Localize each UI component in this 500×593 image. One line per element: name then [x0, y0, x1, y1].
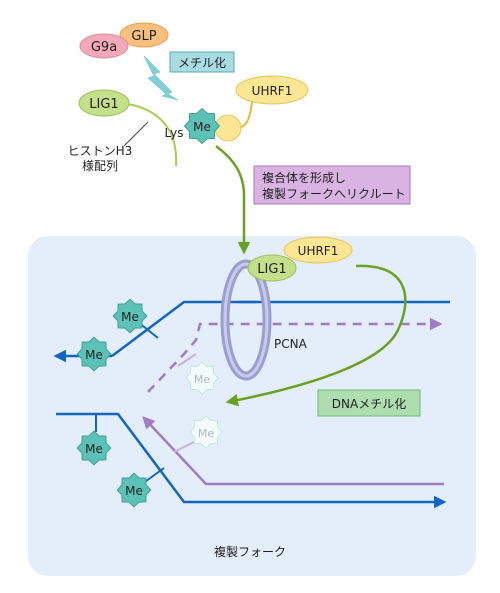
methylation-box-label: メチル化	[178, 56, 226, 70]
faded-me-link-bottom	[173, 441, 195, 453]
histone-pointer-line	[123, 121, 149, 147]
histone-label-line2: 様配列	[82, 159, 118, 173]
dna-methylation-box	[317, 389, 421, 417]
uhrf1-top-ellipse	[235, 75, 309, 105]
complex-box-line1: 複合体を形成し	[262, 170, 346, 185]
uhrf1-fork-label: UHRF1	[298, 244, 339, 258]
me-fork-faded-1-label: Me	[194, 373, 210, 386]
lig1-fork-label: LIG1	[257, 262, 286, 277]
lig1-fork-ellipse	[247, 254, 297, 282]
uhrf1-top-label: UHRF1	[252, 84, 293, 98]
uhrf1-to-fork-arrow	[225, 264, 407, 407]
recruitment-arrow	[215, 145, 251, 255]
complex-box-line2: 複製フォークへリクルート	[262, 186, 406, 201]
lower-new-strand	[142, 416, 444, 486]
replication-fork-caption: 複製フォーク	[214, 544, 286, 559]
g9a-ellipse	[79, 33, 129, 59]
glp-label: GLP	[131, 29, 156, 44]
me-top-label: Me	[193, 120, 211, 134]
uhrf1-fork-ellipse	[283, 236, 353, 264]
uhrf1-binding-domain	[214, 114, 242, 142]
lig1-linker	[127, 103, 178, 167]
lig1-top-ellipse	[78, 89, 130, 117]
me-fork-faded-2-label: Me	[198, 427, 214, 440]
me-fork-2-label: Me	[85, 348, 103, 362]
new-strand-dashed	[147, 317, 443, 393]
lightning-bolt-icon	[143, 55, 179, 101]
me-fork-3-label: Me	[85, 442, 103, 456]
pcna-label: PCNA	[274, 337, 308, 351]
me-fork-1-label: Me	[121, 310, 139, 324]
dna-methylation-box-label: DNAメチル化	[332, 397, 406, 411]
faded-me-link-top	[177, 353, 197, 367]
lower-parental-strand	[56, 412, 447, 509]
g9a-label: G9a	[91, 40, 117, 55]
me-fork-4-label: Me	[125, 484, 143, 498]
histone-label-line1: ヒストンH3	[68, 144, 133, 158]
methylation-box	[169, 51, 235, 73]
complex-box	[253, 165, 411, 205]
lig1-top-label: LIG1	[89, 97, 118, 112]
upper-parental-strand	[111, 300, 450, 357]
pcna-ring-inner	[223, 262, 269, 378]
glp-ellipse	[119, 22, 169, 48]
lys-label: Lys	[165, 126, 184, 140]
